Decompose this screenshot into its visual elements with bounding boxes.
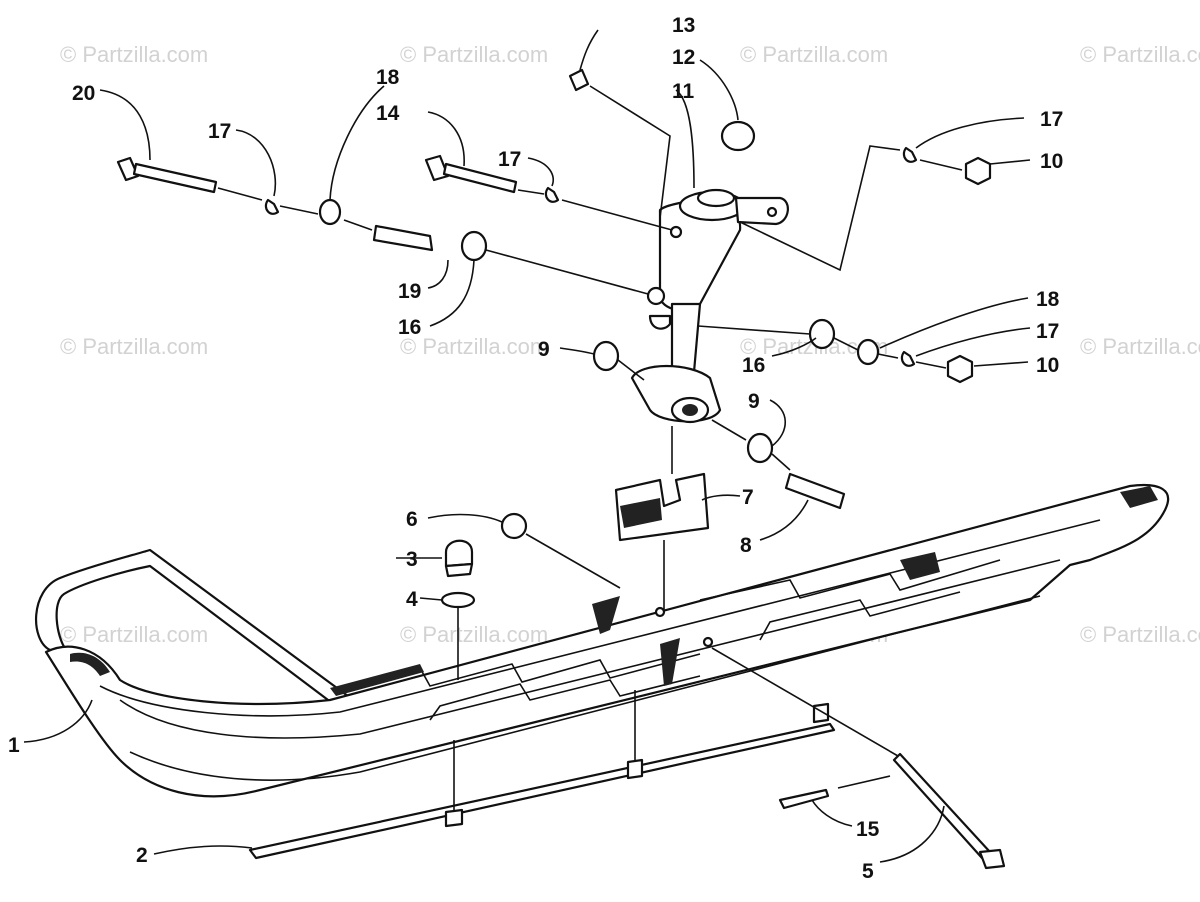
watermark: © Partzilla.com [400,334,549,359]
callout-10: 10 [1040,150,1063,173]
callout-12: 12 [672,46,695,69]
callout-9: 9 [748,390,760,413]
watermark: © Partzilla.com [1080,622,1200,647]
callout-16: 16 [398,316,421,339]
lock-washer-17c [902,146,918,163]
bushing-9b [746,432,774,464]
callout-18: 18 [376,66,400,89]
callout-19: 19 [398,280,421,303]
watermark: © Partzilla.com [740,42,889,67]
sleeve-19 [372,224,434,252]
callout-6: 6 [406,508,418,531]
bolt-5 [892,752,1006,870]
bushing-16b [808,318,836,350]
callout-16: 16 [742,354,765,377]
nut-10a [964,156,992,186]
lock-washer-17a [264,198,280,215]
cotter-pin-15 [778,788,830,810]
washer-4 [440,591,476,609]
spindle-assembly [630,188,789,424]
wear-bar [248,690,836,860]
callout-5: 5 [862,860,874,883]
bolt-20 [116,156,218,194]
callout-1: 1 [8,734,20,757]
nut-10b [946,354,974,384]
callout-17: 17 [498,148,521,171]
assembly-lines [217,85,963,789]
lock-washer-17d [900,350,916,367]
bushing-6 [500,512,528,540]
leader-lines [23,29,1031,863]
callout-labels: 20 17 18 14 17 19 16 13 12 11 17 10 18 1… [8,14,1063,883]
grease-fitting-13 [568,68,590,92]
callout-14: 14 [376,102,400,125]
lock-washer-17b [544,186,560,203]
callout-3: 3 [406,548,418,571]
cap-nut-3 [444,539,474,578]
callout-4: 4 [406,588,418,611]
callout-17: 17 [1036,320,1059,343]
watermark: © Partzilla.com [1080,42,1200,67]
watermark: © Partzilla.com [60,334,209,359]
callout-15: 15 [856,818,880,841]
ski [34,484,1170,798]
callout-20: 20 [72,82,95,105]
spacer-18a [318,198,342,226]
callout-9: 9 [538,338,550,361]
bushing-9a [592,340,620,372]
watermark: © Partzilla.com [400,622,549,647]
callout-2: 2 [136,844,148,867]
callout-11: 11 [672,80,695,103]
bolt-14 [424,154,518,194]
callout-8: 8 [740,534,752,557]
callout-17: 17 [1040,108,1063,131]
callout-17: 17 [208,120,231,143]
watermark: © Partzilla.com [1080,334,1200,359]
spacer-18b [856,338,880,366]
watermark: © Partzilla.com [60,622,209,647]
watermark: © Partzilla.com [60,42,209,67]
callout-10: 10 [1036,354,1059,377]
cap-12 [720,120,756,152]
watermark: © Partzilla.com [400,42,549,67]
pin-8 [784,472,846,510]
callout-13: 13 [672,14,695,37]
callout-18: 18 [1036,288,1060,311]
bushing-16a [460,230,488,262]
callout-7: 7 [742,486,754,509]
